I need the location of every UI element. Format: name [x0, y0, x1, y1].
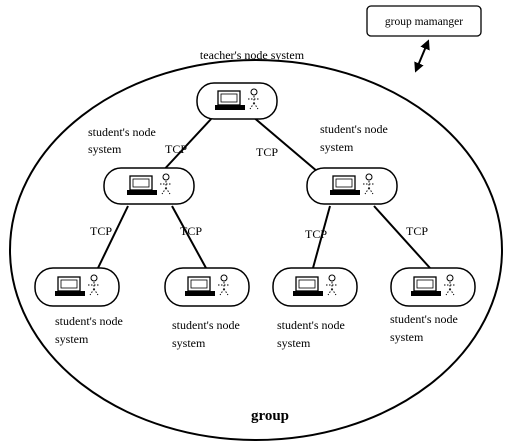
- edge-label-tcp: TCP: [256, 145, 278, 159]
- node-student-lr: [164, 267, 250, 307]
- group-label: group: [251, 408, 289, 424]
- manager-link-arrow: [414, 39, 430, 73]
- edge-line: [251, 115, 319, 173]
- edge-line: [97, 205, 129, 269]
- computer-icon: [410, 276, 442, 297]
- edge-line: [373, 205, 431, 269]
- student-node-label: system: [320, 140, 354, 154]
- computer-icon: [292, 276, 324, 297]
- group-manager-label: group mamanger: [385, 16, 463, 28]
- student-node-label: system: [277, 336, 311, 350]
- edge-label-tcp: TCP: [180, 224, 202, 238]
- student-node-label: student's node: [277, 318, 345, 332]
- computer-icon: [214, 90, 246, 111]
- student-node-label: student's node: [88, 125, 156, 139]
- teacher-node-label: teacher's node system: [200, 48, 305, 62]
- group-boundary-ellipse: [9, 59, 503, 441]
- node-teacher: [196, 82, 278, 120]
- edge-label-tcp: TCP: [90, 224, 112, 238]
- node-student-r1: [306, 167, 398, 205]
- student-node-label: system: [55, 332, 89, 346]
- computer-icon: [184, 276, 216, 297]
- student-node-label: system: [88, 142, 122, 156]
- student-node-label: student's node: [390, 312, 458, 326]
- group-manager-box: [366, 5, 482, 37]
- student-node-label: student's node: [172, 318, 240, 332]
- node-student-l1: [103, 167, 195, 205]
- edge-label-tcp: TCP: [406, 224, 428, 238]
- student-node-label: student's node: [320, 122, 388, 136]
- student-node-label: system: [172, 336, 206, 350]
- computer-icon: [54, 276, 86, 297]
- edge-label-tcp: TCP: [305, 227, 327, 241]
- computer-icon: [329, 175, 361, 196]
- edge-label-tcp: TCP: [165, 142, 187, 156]
- computer-icon: [126, 175, 158, 196]
- node-student-rr: [390, 267, 476, 307]
- node-student-ll: [34, 267, 120, 307]
- edges: [97, 115, 431, 269]
- edge-line: [171, 205, 207, 269]
- edge-line: [159, 117, 213, 175]
- student-node-label: student's node: [55, 314, 123, 328]
- student-node-label: system: [390, 330, 424, 344]
- node-student-rl: [272, 267, 358, 307]
- edge-line: [312, 205, 331, 269]
